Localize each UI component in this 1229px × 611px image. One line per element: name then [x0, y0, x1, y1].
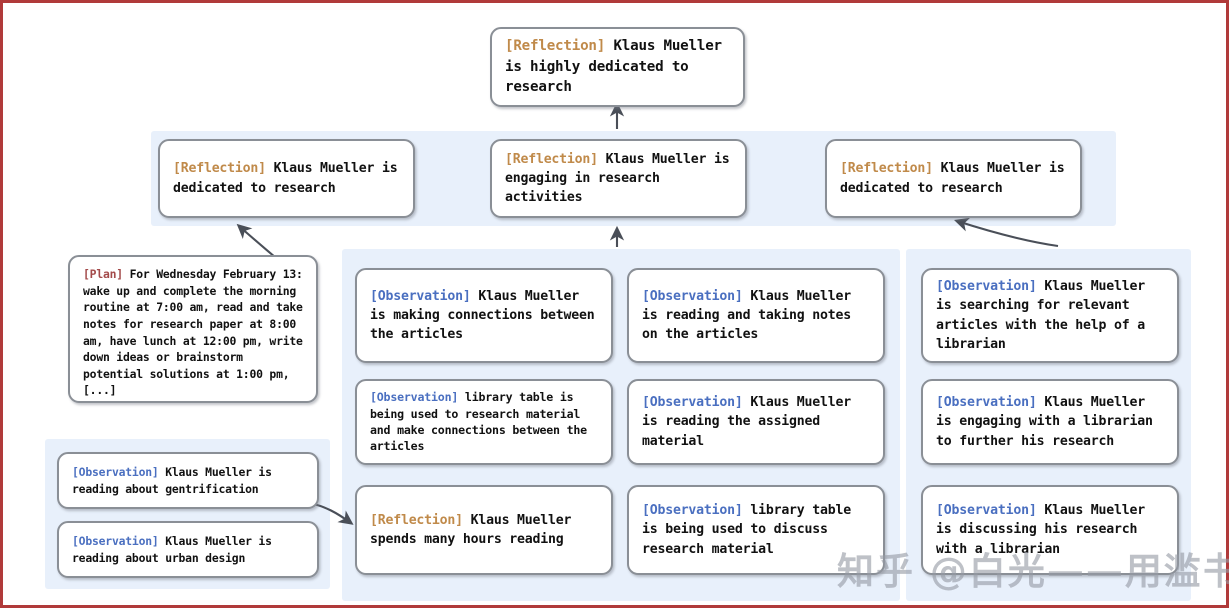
node-text: [Reflection] Klaus Mueller is dedicated …	[840, 159, 1067, 198]
node-text: [Reflection] Klaus Mueller is dedicated …	[173, 159, 400, 198]
node-column-c-3[interactable]: [Observation] Klaus Mueller is discussin…	[921, 485, 1179, 575]
node-text: [Reflection] Klaus Mueller is engaging i…	[505, 150, 732, 208]
node-text: [Observation] Klaus Mueller is reading t…	[642, 393, 870, 451]
node-text: [Observation] Klaus Mueller is engaging …	[936, 393, 1164, 451]
tag-reflection: [Reflection]	[505, 151, 598, 167]
node-text: [Reflection] Klaus Mueller is highly ded…	[505, 36, 730, 98]
node-column-b-3[interactable]: [Observation] library table is being use…	[627, 485, 885, 575]
tag-observation: [Observation]	[936, 503, 1037, 519]
node-top-reflection[interactable]: [Reflection] Klaus Mueller is highly ded…	[490, 27, 745, 107]
tag-reflection: [Reflection]	[840, 161, 933, 177]
node-text: [Observation] Klaus Mueller is reading a…	[72, 533, 304, 566]
node-text: [Plan] For Wednesday February 13: wake u…	[83, 266, 303, 399]
node-text: [Observation] library table is being use…	[370, 389, 598, 455]
tag-reflection: [Reflection]	[505, 37, 606, 54]
node-column-a-2[interactable]: [Observation] library table is being use…	[355, 379, 613, 465]
node-left-observation-2[interactable]: [Observation] Klaus Mueller is reading a…	[57, 521, 319, 578]
node-text: [Observation] Klaus Mueller is discussin…	[936, 501, 1164, 559]
node-column-b-1[interactable]: [Observation] Klaus Mueller is reading a…	[627, 268, 885, 363]
node-body: Klaus Mueller is searching for relevant …	[936, 278, 1145, 352]
tag-reflection: [Reflection]	[173, 161, 266, 177]
node-text: [Observation] Klaus Mueller is making co…	[370, 287, 598, 345]
node-left-observation-1[interactable]: [Observation] Klaus Mueller is reading a…	[57, 452, 319, 509]
node-reflection-right[interactable]: [Reflection] Klaus Mueller is dedicated …	[825, 139, 1082, 218]
node-body: Klaus Mueller is reading and taking note…	[642, 288, 851, 343]
node-text: [Observation] library table is being use…	[642, 501, 870, 559]
tag-observation: [Observation]	[72, 464, 159, 479]
node-body: Klaus Mueller is discussing his research…	[936, 503, 1145, 557]
node-body: Klaus Mueller is reading about urban des…	[72, 533, 272, 565]
node-text: [Observation] Klaus Mueller is reading a…	[72, 464, 304, 497]
node-plan[interactable]: [Plan] For Wednesday February 13: wake u…	[68, 255, 318, 403]
tag-observation: [Observation]	[370, 390, 459, 405]
node-column-a-3[interactable]: [Reflection] Klaus Mueller spends many h…	[355, 485, 613, 575]
node-body: Klaus Mueller is reading the assigned ma…	[642, 395, 851, 449]
node-reflection-middle[interactable]: [Reflection] Klaus Mueller is engaging i…	[490, 139, 747, 218]
watermark: 知乎 @白光——用滥书生	[837, 550, 1229, 593]
node-column-b-2[interactable]: [Observation] Klaus Mueller is reading t…	[627, 379, 885, 465]
node-text: [Observation] Klaus Mueller is searching…	[936, 277, 1164, 354]
node-body: Klaus Mueller is reading about gentrific…	[72, 464, 272, 496]
node-body: library table is being used to research …	[370, 390, 587, 454]
node-reflection-left[interactable]: [Reflection] Klaus Mueller is dedicated …	[158, 139, 415, 218]
node-body: Klaus Mueller is making connections betw…	[370, 288, 595, 343]
tag-observation: [Observation]	[642, 503, 743, 519]
node-body: Klaus Mueller is dedicated to research	[173, 161, 398, 196]
node-column-c-1[interactable]: [Observation] Klaus Mueller is searching…	[921, 268, 1179, 363]
node-column-c-2[interactable]: [Observation] Klaus Mueller is engaging …	[921, 379, 1179, 465]
tag-observation: [Observation]	[642, 395, 743, 411]
node-text: [Observation] Klaus Mueller is reading a…	[642, 287, 870, 345]
tag-observation: [Observation]	[642, 288, 743, 304]
tag-observation: [Observation]	[936, 395, 1037, 411]
node-body: Klaus Mueller is highly dedicated to res…	[505, 37, 722, 96]
tag-observation: [Observation]	[370, 288, 471, 304]
node-body: Klaus Mueller spends many hours reading	[370, 512, 572, 547]
tag-observation: [Observation]	[936, 278, 1037, 294]
node-body: Klaus Mueller is dedicated to research	[840, 161, 1065, 196]
node-body: library table is being used to discuss r…	[642, 503, 851, 557]
node-body: For Wednesday February 13: wake up and c…	[83, 267, 303, 398]
node-column-a-1[interactable]: [Observation] Klaus Mueller is making co…	[355, 268, 613, 363]
node-body: Klaus Mueller is engaging in research ac…	[505, 151, 730, 206]
tag-observation: [Observation]	[72, 533, 159, 548]
tag-reflection: [Reflection]	[370, 512, 463, 528]
tag-plan: [Plan]	[83, 267, 123, 281]
node-body: Klaus Mueller is engaging with a librari…	[936, 395, 1153, 449]
node-text: [Reflection] Klaus Mueller spends many h…	[370, 511, 598, 550]
